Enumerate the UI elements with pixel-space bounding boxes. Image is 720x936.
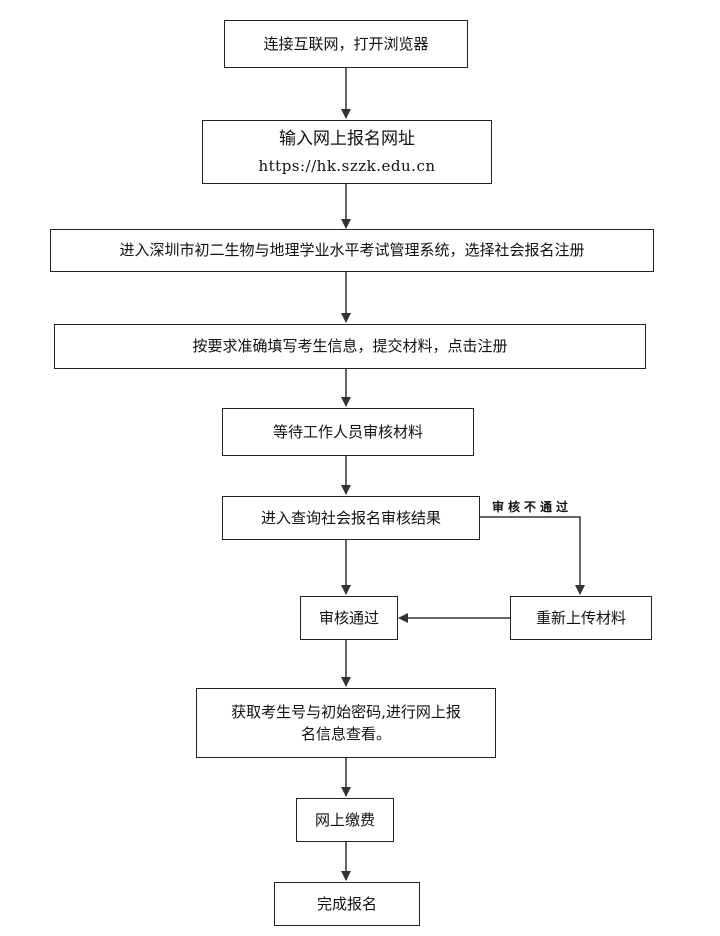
step-enter-system-label: 进入深圳市初二生物与地理学业水平考试管理系统，选择社会报名注册	[119, 241, 585, 260]
step-approved-label: 审核通过	[318, 608, 379, 627]
step-enter-url-link: https://hk.szzk.edu.cn	[258, 156, 436, 175]
edge-label-reject: 审核不通过	[492, 500, 573, 514]
step-query-result: 进入查询社会报名审核结果	[222, 496, 480, 540]
step-reupload-label: 重新上传材料	[535, 608, 626, 627]
step-wait-review: 等待工作人员审核材料	[222, 408, 474, 456]
step-approved: 审核通过	[300, 596, 398, 640]
step-enter-url: 输入网上报名网址 https://hk.szzk.edu.cn	[202, 120, 492, 184]
step-get-number-line1: 获取考生号与初始密码,进行网上报	[231, 702, 461, 721]
step-fill-info: 按要求准确填写考生信息，提交材料，点击注册	[54, 324, 646, 369]
step-pay-label: 网上缴费	[314, 810, 375, 829]
step-query-result-label: 进入查询社会报名审核结果	[260, 508, 441, 527]
step-reupload: 重新上传材料	[510, 596, 652, 640]
step-enter-system: 进入深圳市初二生物与地理学业水平考试管理系统，选择社会报名注册	[50, 229, 654, 272]
step-enter-url-title: 输入网上报名网址	[279, 129, 415, 149]
step-get-number: 获取考生号与初始密码,进行网上报 名信息查看。	[196, 688, 496, 758]
step-wait-review-label: 等待工作人员审核材料	[272, 422, 423, 441]
step-get-number-line2: 名信息查看。	[300, 725, 391, 743]
step-complete-label: 完成报名	[316, 894, 377, 913]
step-connect: 连接互联网，打开浏览器	[224, 20, 468, 68]
step-complete: 完成报名	[274, 882, 420, 926]
step-pay: 网上缴费	[296, 798, 394, 842]
step-connect-label: 连接互联网，打开浏览器	[263, 34, 429, 53]
step-fill-info-label: 按要求准确填写考生信息，提交材料，点击注册	[192, 337, 508, 356]
arrow-query-to-reupload	[480, 516, 585, 595]
